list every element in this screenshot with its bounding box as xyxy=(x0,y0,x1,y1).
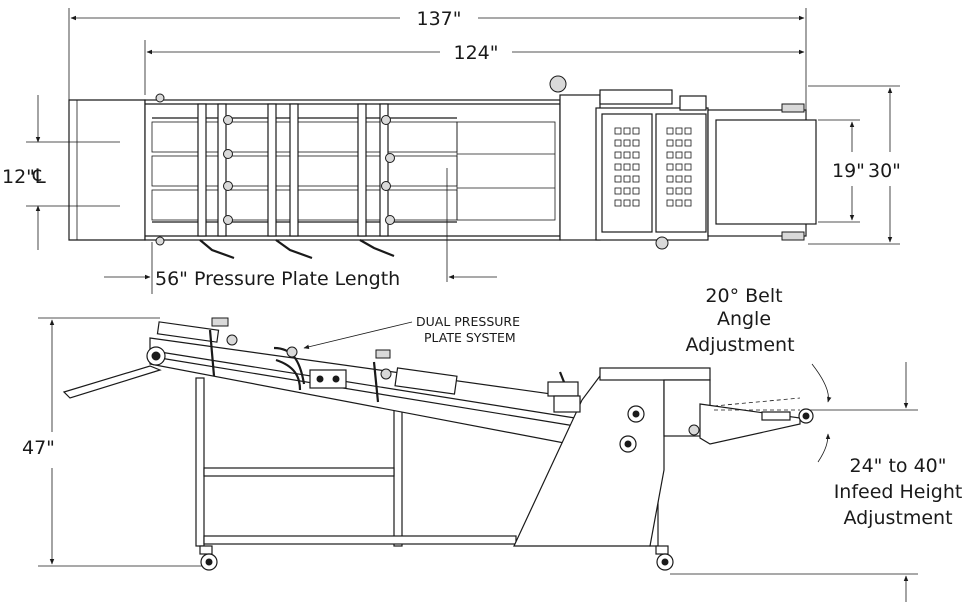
dimension-belt-width: 19" xyxy=(818,119,865,223)
dimension-height: 47" xyxy=(22,317,210,567)
pressure-plate-length-label: 56" Pressure Plate Length xyxy=(155,268,400,290)
dimension-pressure-plate: 56" Pressure Plate Length xyxy=(104,168,497,294)
infeed-height-line3: Adjustment xyxy=(843,507,952,529)
dimension-overall-width: 30" xyxy=(808,85,901,245)
dimension-overall-length: 137" xyxy=(70,8,805,30)
pressure-plate-bars xyxy=(197,103,389,237)
dim-12-label: 12" xyxy=(2,166,35,188)
dim-30-label: 30" xyxy=(868,160,901,182)
casters xyxy=(199,545,674,571)
main-frame xyxy=(144,99,561,241)
centerline-symbol: ℄ xyxy=(32,164,46,188)
sheeter-body xyxy=(513,367,711,547)
outfeed-conveyor xyxy=(707,103,817,241)
clamp-handles xyxy=(199,239,395,260)
side-view: 47" xyxy=(22,285,962,602)
infeed-plate xyxy=(68,99,146,241)
dim-19-label: 19" xyxy=(832,160,865,182)
dimension-belt-length: 124" xyxy=(146,42,805,64)
belt-angle-annotation: 20° Belt Angle Adjustment xyxy=(685,285,832,463)
callout-line1: DUAL PRESSURE xyxy=(416,314,520,329)
adjustment-knobs xyxy=(155,93,395,246)
infeed-height-line2: Infeed Height xyxy=(834,481,963,503)
dim-124-label: 124" xyxy=(453,42,498,64)
infeed-height-line1: 24" to 40" xyxy=(850,455,947,477)
callout-line2: PLATE SYSTEM xyxy=(424,330,516,345)
dim-137-label: 137" xyxy=(416,8,461,30)
inclined-conveyor xyxy=(62,321,581,447)
top-view: 137" 124" xyxy=(2,8,901,294)
belt-angle-line1: 20° Belt xyxy=(705,285,782,307)
infeed-height-dimension: 24" to 40" Infeed Height Adjustment xyxy=(670,362,962,602)
sheeter-head xyxy=(549,75,709,250)
pressure-plate-levers xyxy=(208,317,392,403)
dim-47-label: 47" xyxy=(22,437,55,459)
belt-angle-line2: Angle xyxy=(717,308,771,330)
outfeed-belt xyxy=(699,397,814,445)
dual-pressure-callout: DUAL PRESSURE PLATE SYSTEM xyxy=(303,314,520,349)
dimension-centerline: 12" ℄ xyxy=(2,95,120,250)
belt-angle-line3: Adjustment xyxy=(685,334,794,356)
